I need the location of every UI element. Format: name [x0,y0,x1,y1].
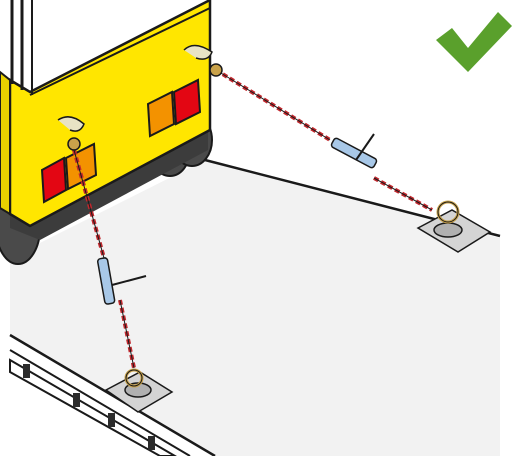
rail-post [148,436,155,450]
rail-post [23,364,30,378]
rail-post [108,413,115,427]
chain-tensioner-icon [330,134,377,169]
checkmark-icon [436,12,512,72]
truck-side-face [0,72,10,214]
rail-post [73,393,80,407]
